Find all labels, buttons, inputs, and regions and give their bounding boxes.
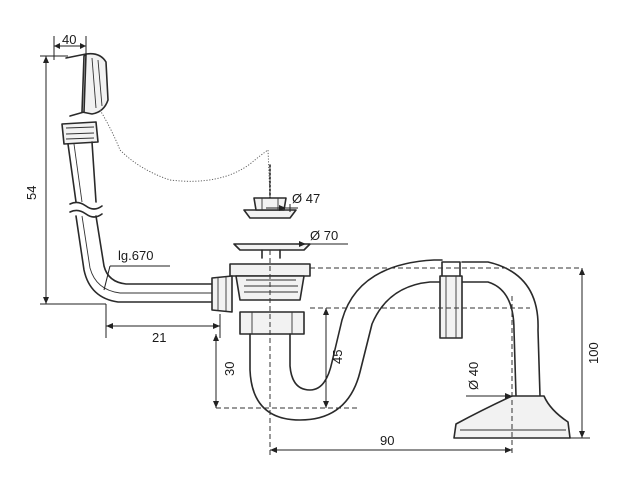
stopper-plug: [243, 197, 297, 219]
overflow-tube: [67, 141, 219, 303]
dim-stopper-diameter: Ø 47: [266, 191, 320, 212]
overflow-head: [65, 52, 109, 117]
trap-union-nut: [439, 261, 463, 339]
dim-45-water-seal: 45: [323, 308, 345, 408]
chain-length-label: lg.670: [118, 248, 153, 263]
dim-21-label: 21: [152, 330, 166, 345]
overflow-nut: [61, 121, 99, 145]
stopper-diameter-label: Ø 47: [292, 191, 320, 206]
dim-outlet-diameter: Ø 40: [466, 362, 512, 399]
dim-30-drop: 30: [213, 334, 237, 408]
dim-chain-length: lg.670: [103, 248, 170, 291]
reference-lines: [216, 250, 580, 456]
dim-40-overflow-width: 40: [53, 32, 87, 60]
dim-strainer-diameter: Ø 70: [296, 228, 348, 247]
dim-40-label: 40: [62, 32, 76, 47]
dim-100-label: 100: [586, 342, 601, 364]
dim-30-label: 30: [222, 362, 237, 376]
dim-21-offset: 21: [105, 304, 221, 345]
dim-54-label: 54: [24, 186, 39, 200]
strainer-diameter-label: Ø 70: [310, 228, 338, 243]
waste-body: [211, 263, 311, 335]
outlet-diameter-label: Ø 40: [466, 362, 481, 390]
stopper-chain: [99, 109, 271, 199]
dim-100-total-height: 100: [570, 268, 601, 439]
dim-54-overflow-height: 54: [24, 55, 106, 305]
dim-45-label: 45: [330, 350, 345, 364]
dim-90-label: 90: [380, 433, 394, 448]
strainer-plate: [233, 243, 311, 259]
dim-90-horizontal: 90: [270, 433, 512, 453]
